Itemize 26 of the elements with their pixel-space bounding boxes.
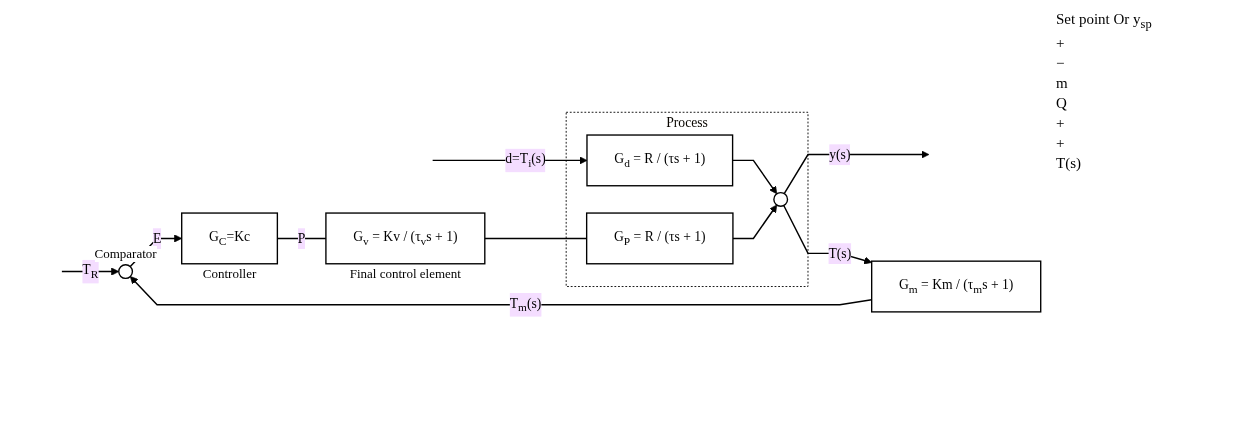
annotation-label: Q xyxy=(1056,95,1068,112)
edge-label: y(s) xyxy=(829,146,851,162)
block-caption: Comparator xyxy=(94,246,157,263)
node-box: G$_{v}$ = Kv / (τ$_{v}$s + 1) xyxy=(325,212,486,265)
edge-label: E xyxy=(152,230,162,246)
edge-label: P xyxy=(297,230,306,246)
node-box: G$_{P}$ = R / (τs + 1) xyxy=(586,212,734,265)
annotation-label: + xyxy=(1056,135,1066,152)
arrow xyxy=(783,204,873,264)
annotation-label: m xyxy=(1056,75,1069,92)
annotation-label: + xyxy=(1056,35,1066,52)
annotation-label: Set point Or y$_{sp}$ xyxy=(1056,11,1153,32)
annotation-label: + xyxy=(1056,115,1066,132)
edge-label: T$_{m}$(s) xyxy=(509,295,542,314)
edge-label: T(s) xyxy=(828,245,852,261)
arrow xyxy=(783,150,930,194)
node-box: G$_{d}$ = R / (τs + 1) xyxy=(586,134,734,187)
arrow xyxy=(732,204,778,239)
annotation-label: − xyxy=(1056,55,1066,72)
edge-label: T$_{R}$ xyxy=(82,262,99,281)
annotation-label: T(s) xyxy=(1056,155,1082,172)
node-circle xyxy=(118,263,134,279)
node-box: G$_{C}$=Kc xyxy=(181,212,279,265)
node-box: G$_{m}$ = Km / (τ$_{m}$s + 1) xyxy=(871,260,1042,313)
node-circle xyxy=(773,191,789,207)
edge-label: d=T$_{i}$(s) xyxy=(505,151,546,170)
